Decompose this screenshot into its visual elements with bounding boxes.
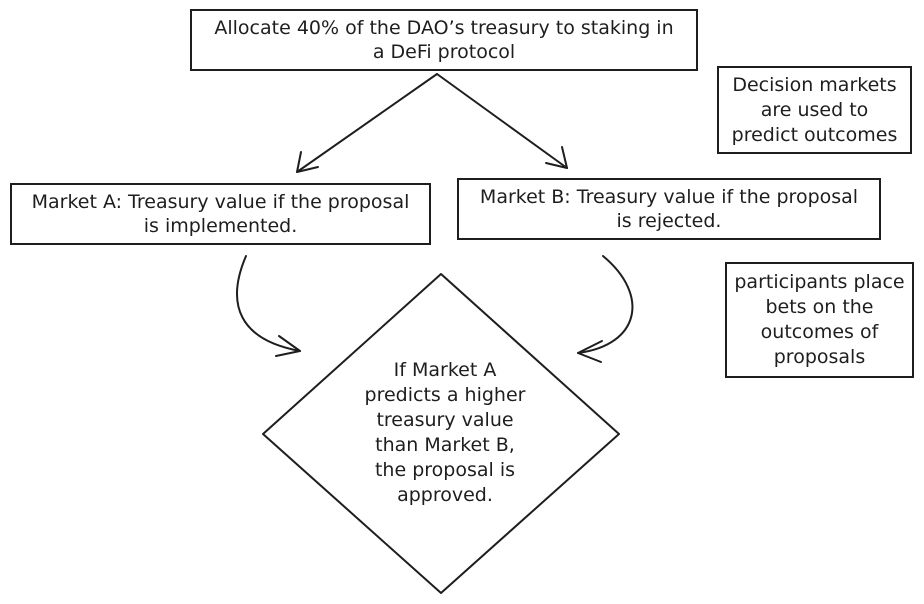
note-participants: participants place bets on the outcomes … <box>725 262 914 378</box>
arrow-market-b-to-decision <box>577 255 634 354</box>
market-a-box: Market A: Treasury value if the proposal… <box>10 183 431 245</box>
market-a-text: Market A: Treasury value if the proposal… <box>31 191 410 237</box>
market-b-text: Market B: Treasury value if the proposal… <box>479 186 859 232</box>
proposal-text: Allocate 40% of the DAO’s treasury to st… <box>214 17 674 63</box>
arrowhead-market-b <box>545 146 568 169</box>
note-participants-text: participants place bets on the outcomes … <box>734 271 905 368</box>
note-decision-markets: Decision markets are used to predict out… <box>717 66 912 154</box>
market-b-box: Market B: Treasury value if the proposal… <box>457 178 881 240</box>
arrowhead-decision-right <box>577 340 603 363</box>
decision-diamond <box>262 273 620 594</box>
proposal-box: Allocate 40% of the DAO’s treasury to st… <box>190 9 698 71</box>
arrowhead-decision-left <box>275 335 301 357</box>
arrow-proposal-to-market-b <box>436 73 568 169</box>
arrow-proposal-to-market-a <box>296 73 438 173</box>
note-decision-markets-text: Decision markets are used to predict out… <box>731 73 898 146</box>
arrow-market-a-to-decision <box>236 255 301 352</box>
decision-text: If Market A predicts a higher treasury v… <box>364 359 526 506</box>
arrowhead-market-a <box>296 151 319 173</box>
